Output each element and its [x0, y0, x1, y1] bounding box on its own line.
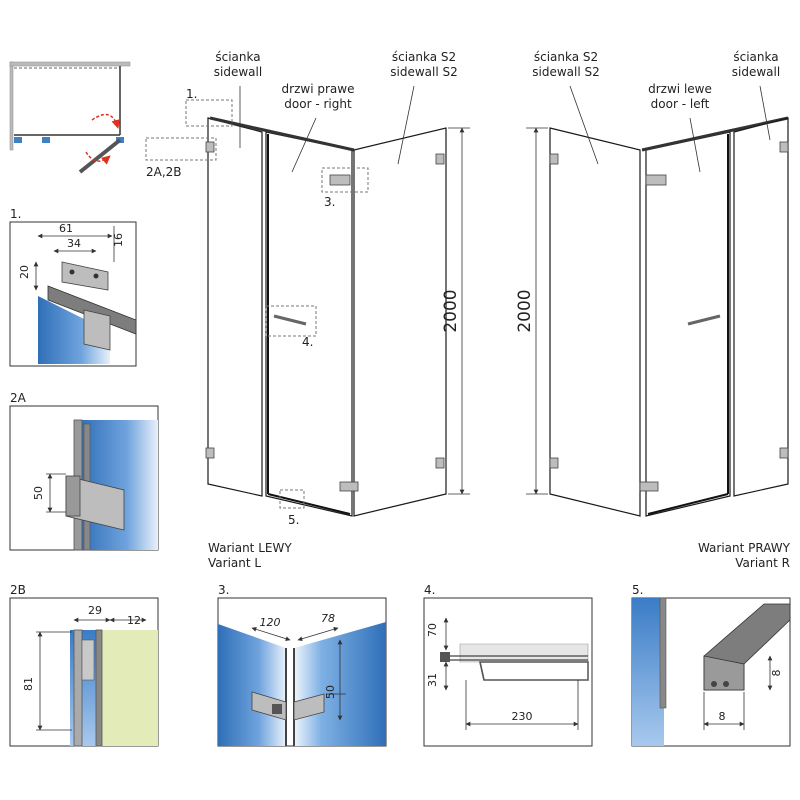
detail-2a-title: 2A	[10, 391, 27, 405]
detail-4: 4. 70 31 230	[423, 583, 593, 747]
detail-2b: 2B 29 12 81	[9, 583, 159, 747]
left-door-label-pl: drzwi prawe	[282, 82, 355, 96]
detail-2b-title: 2B	[10, 583, 26, 597]
left-sidewall-label-pl: ścianka	[215, 50, 260, 64]
variant-right-drawing	[526, 85, 789, 517]
right-sidewall-s2-label-pl: ścianka S2	[534, 50, 598, 64]
callout-4: 4.	[302, 335, 313, 349]
right-sidewall-label-en: sidewall	[732, 65, 780, 79]
detail-2b-dim-29: 29	[88, 604, 102, 617]
detail-5: 5. 8 8	[631, 583, 791, 747]
left-door-label-en: door - right	[284, 97, 352, 111]
detail-2a: 2A 50	[9, 391, 159, 551]
variant-left-label-en: Variant L	[208, 556, 261, 570]
variant-right-label-pl: Wariant PRAWY	[698, 541, 791, 555]
right-sidewall-s2-label-en: sidewall S2	[532, 65, 600, 79]
detail-1-title: 1.	[10, 207, 21, 221]
left-sidewall-s2-label-pl: ścianka S2	[392, 50, 456, 64]
main-labels: ścianka sidewall drzwi prawe door - righ…	[146, 50, 791, 570]
detail-4-dim-230: 230	[512, 710, 533, 723]
left-sidewall-label-en: sidewall	[214, 65, 262, 79]
detail-5-dim-8-horizontal: 8	[719, 710, 726, 723]
detail-2a-dim-50: 50	[32, 486, 45, 500]
callout-5: 5.	[288, 513, 299, 527]
detail-4-dim-31: 31	[426, 673, 439, 687]
variant-left-drawing	[145, 85, 470, 517]
detail-3-dim-50: 50	[324, 685, 337, 699]
right-door-label-pl: drzwi lewe	[648, 82, 712, 96]
detail-1-dim-20: 20	[18, 265, 31, 279]
detail-2b-dim-81: 81	[22, 677, 35, 691]
detail-2b-dim-12: 12	[127, 614, 141, 627]
detail-4-title: 4.	[424, 583, 435, 597]
detail-1-dim-34: 34	[67, 237, 81, 250]
detail-3: 3. 120 78 50	[217, 583, 387, 747]
detail-3-dim-78: 78	[321, 612, 335, 625]
detail-5-dim-8-vertical: 8	[770, 670, 783, 677]
variant-right-label-en: Variant R	[735, 556, 790, 570]
callout-3: 3.	[324, 195, 335, 209]
detail-3-title: 3.	[218, 583, 229, 597]
right-door-label-en: door - left	[651, 97, 710, 111]
detail-5-title: 5.	[632, 583, 643, 597]
left-height-dimension: 2000	[441, 289, 461, 332]
detail-3-dim-120: 120	[260, 616, 281, 629]
plan-view	[9, 61, 131, 174]
right-sidewall-label-pl: ścianka	[733, 50, 778, 64]
detail-4-dim-70: 70	[426, 623, 439, 637]
detail-1-dim-61: 61	[59, 222, 73, 235]
variant-left-label-pl: Wariant LEWY	[208, 541, 292, 555]
left-sidewall-s2-label-en: sidewall S2	[390, 65, 458, 79]
right-height-dimension: 2000	[515, 289, 535, 332]
callout-2a-2b: 2A,2B	[146, 165, 182, 179]
detail-1-dim-16: 16	[112, 233, 125, 247]
callout-1: 1.	[186, 87, 197, 101]
detail-1: 1. 61 34 16 20	[9, 207, 137, 367]
